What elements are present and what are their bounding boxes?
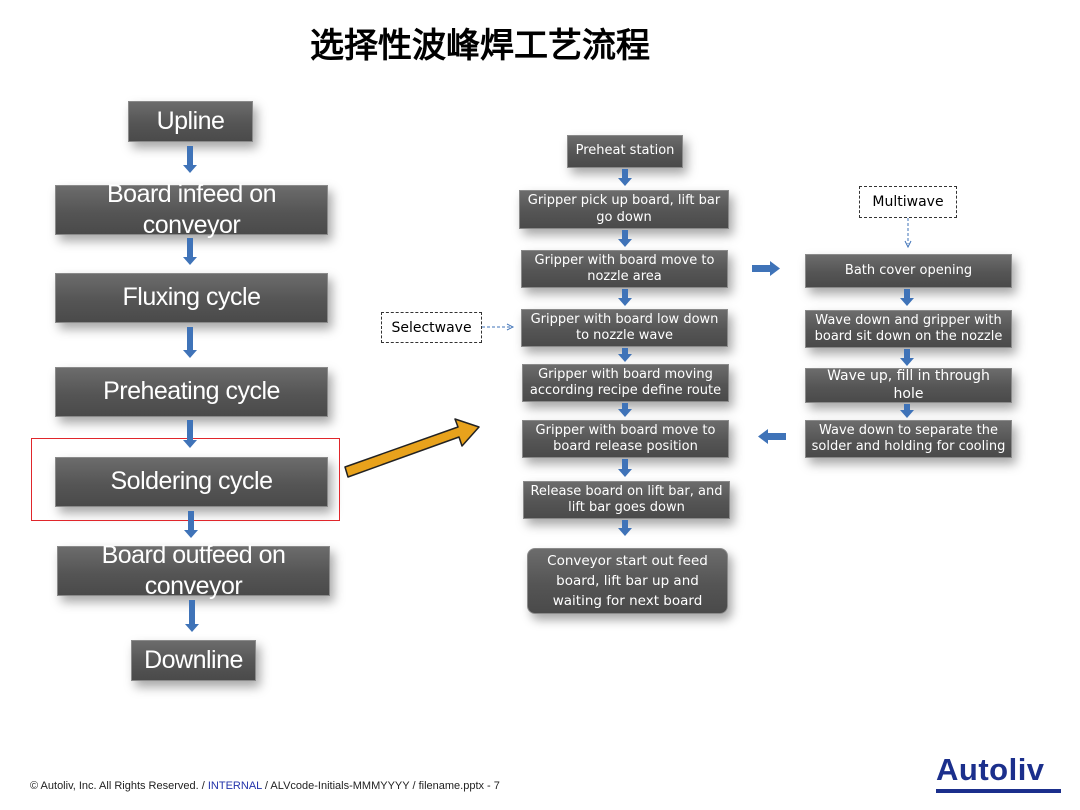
multiwave-label: Multiwave xyxy=(859,186,957,218)
arrow-to-bath-cover xyxy=(752,261,780,276)
middle-down-arrow-3 xyxy=(618,289,632,306)
right-down-arrow-3 xyxy=(900,404,914,418)
step-upline: Upline xyxy=(128,101,253,142)
autoliv-logo: Autoliv xyxy=(936,752,1045,787)
left-down-arrow-4 xyxy=(183,420,197,448)
multiwave-connector-head xyxy=(904,240,912,249)
step-board-infeed: Board infeed on conveyor xyxy=(55,180,328,239)
step-preheating-cycle: Preheating cycle xyxy=(55,367,328,417)
footer-rest: / ALVcode-Initials-MMMYYYY / filename.pp… xyxy=(261,780,500,792)
step-fluxing-cycle: Fluxing cycle xyxy=(55,273,328,323)
mid-step-moving-route: Gripper with board moving according reci… xyxy=(522,364,729,402)
selectwave-connector-head xyxy=(506,323,515,331)
mid-step-move-to-nozzle: Gripper with board move to nozzle area xyxy=(521,250,728,288)
left-down-arrow-6 xyxy=(185,600,199,632)
footer-copyright: © Autoliv, Inc. All Rights Reserved. / xyxy=(30,780,208,792)
right-step-wave-up: Wave up, fill in through hole xyxy=(805,368,1012,403)
middle-down-arrow-6 xyxy=(618,459,632,477)
middle-down-arrow-5 xyxy=(618,403,632,417)
right-down-arrow-1 xyxy=(900,289,914,306)
big-yellow-arrow xyxy=(344,418,480,478)
middle-down-arrow-1 xyxy=(618,169,632,186)
mid-step-preheat-station: Preheat station xyxy=(567,135,683,168)
middle-down-arrow-4 xyxy=(618,348,632,362)
right-step-wave-separate: Wave down to separate the solder and hol… xyxy=(805,420,1012,458)
left-down-arrow-5 xyxy=(184,511,198,538)
selectwave-label: Selectwave xyxy=(381,312,482,343)
page-title: 选择性波峰焊工艺流程 xyxy=(310,26,650,66)
step-board-outfeed: Board outfeed on conveyor xyxy=(57,541,330,600)
left-down-arrow-2 xyxy=(183,238,197,265)
mid-step-low-down: Gripper with board low down to nozzle wa… xyxy=(521,309,728,347)
middle-down-arrow-7 xyxy=(618,520,632,536)
right-step-bath-cover: Bath cover opening xyxy=(805,254,1012,288)
left-down-arrow-1 xyxy=(183,146,197,173)
middle-flow-arrows xyxy=(618,169,632,536)
mid-step-release-board: Release board on lift bar, and lift bar … xyxy=(523,481,730,519)
soldering-highlight-frame xyxy=(31,438,340,521)
mid-step-release-position: Gripper with board move to board release… xyxy=(522,420,729,458)
footer: © Autoliv, Inc. All Rights Reserved. / I… xyxy=(30,780,500,792)
left-flow-arrows xyxy=(183,146,199,632)
footer-internal: INTERNAL xyxy=(207,780,262,792)
arrow-back-to-middle xyxy=(758,429,786,444)
logo-underline xyxy=(936,789,1061,793)
middle-down-arrow-2 xyxy=(618,230,632,247)
mid-step-gripper-pick-up: Gripper pick up board, lift bar go down xyxy=(519,190,729,229)
step-downline: Downline xyxy=(131,640,256,681)
left-down-arrow-3 xyxy=(183,327,197,358)
mid-step-conveyor-out: Conveyor start out feed board, lift bar … xyxy=(527,548,728,614)
right-step-wave-down-sit: Wave down and gripper with board sit dow… xyxy=(805,310,1012,348)
step-soldering-cycle: Soldering cycle xyxy=(55,457,328,507)
right-down-arrow-2 xyxy=(900,349,914,366)
right-flow-arrows xyxy=(900,289,914,418)
